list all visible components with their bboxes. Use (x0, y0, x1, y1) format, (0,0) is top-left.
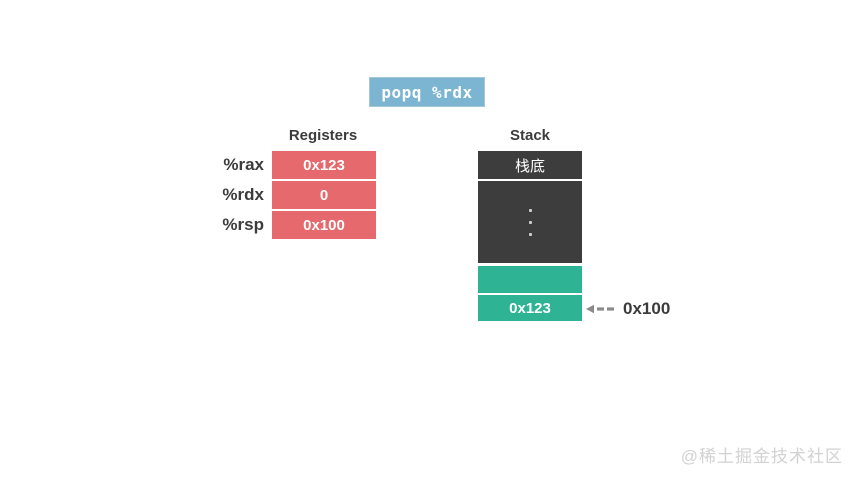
registers-title: Registers (288, 127, 358, 144)
stack-cell-top: 0x123 (478, 295, 582, 321)
register-row: %rax 0x123 (198, 151, 376, 179)
register-row: %rdx 0 (198, 181, 376, 209)
ellipsis-dot (528, 220, 532, 224)
stack-bottom-cell: 栈底 (478, 151, 582, 179)
register-value-rsp: 0x100 (272, 211, 376, 239)
register-value-rax: 0x123 (272, 151, 376, 179)
stack-column: 栈底 0x123 (478, 151, 582, 321)
stack-title: Stack (509, 127, 551, 144)
register-name-rax: %rax (223, 155, 264, 174)
stack-ellipsis-cell (478, 181, 582, 263)
instruction-label: popq %rdx (381, 82, 473, 102)
instruction-box: popq %rdx (369, 77, 485, 107)
ellipsis-dot (528, 232, 532, 236)
stack-pointer-arrow-icon (586, 304, 614, 314)
register-row: %rsp 0x100 (198, 211, 376, 239)
stack-pointer-label: 0x100 (623, 299, 671, 318)
ellipsis-dot (528, 208, 532, 212)
register-value-rdx: 0 (272, 181, 376, 209)
register-name-rdx: %rdx (222, 185, 264, 204)
watermark: @稀土掘金技术社区 (680, 447, 843, 466)
registers-table: %rax 0x123 %rdx 0 %rsp 0x100 (198, 151, 376, 241)
register-name-rsp: %rsp (222, 215, 264, 234)
stack-cell-empty (478, 266, 582, 293)
